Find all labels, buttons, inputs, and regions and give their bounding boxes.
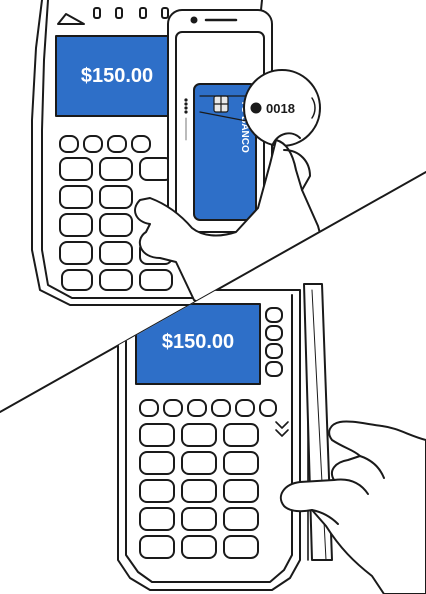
bottom-hand — [281, 421, 426, 594]
card-chip-icon — [214, 96, 228, 112]
bottom-terminal-amount: $150.00 — [162, 331, 234, 353]
card-number-suffix: 0018 — [266, 101, 295, 116]
bottom-scene: $150.00 — [118, 284, 426, 594]
top-terminal-amount: $150.00 — [81, 65, 153, 87]
top-scene: $150.00 — [32, 0, 330, 326]
